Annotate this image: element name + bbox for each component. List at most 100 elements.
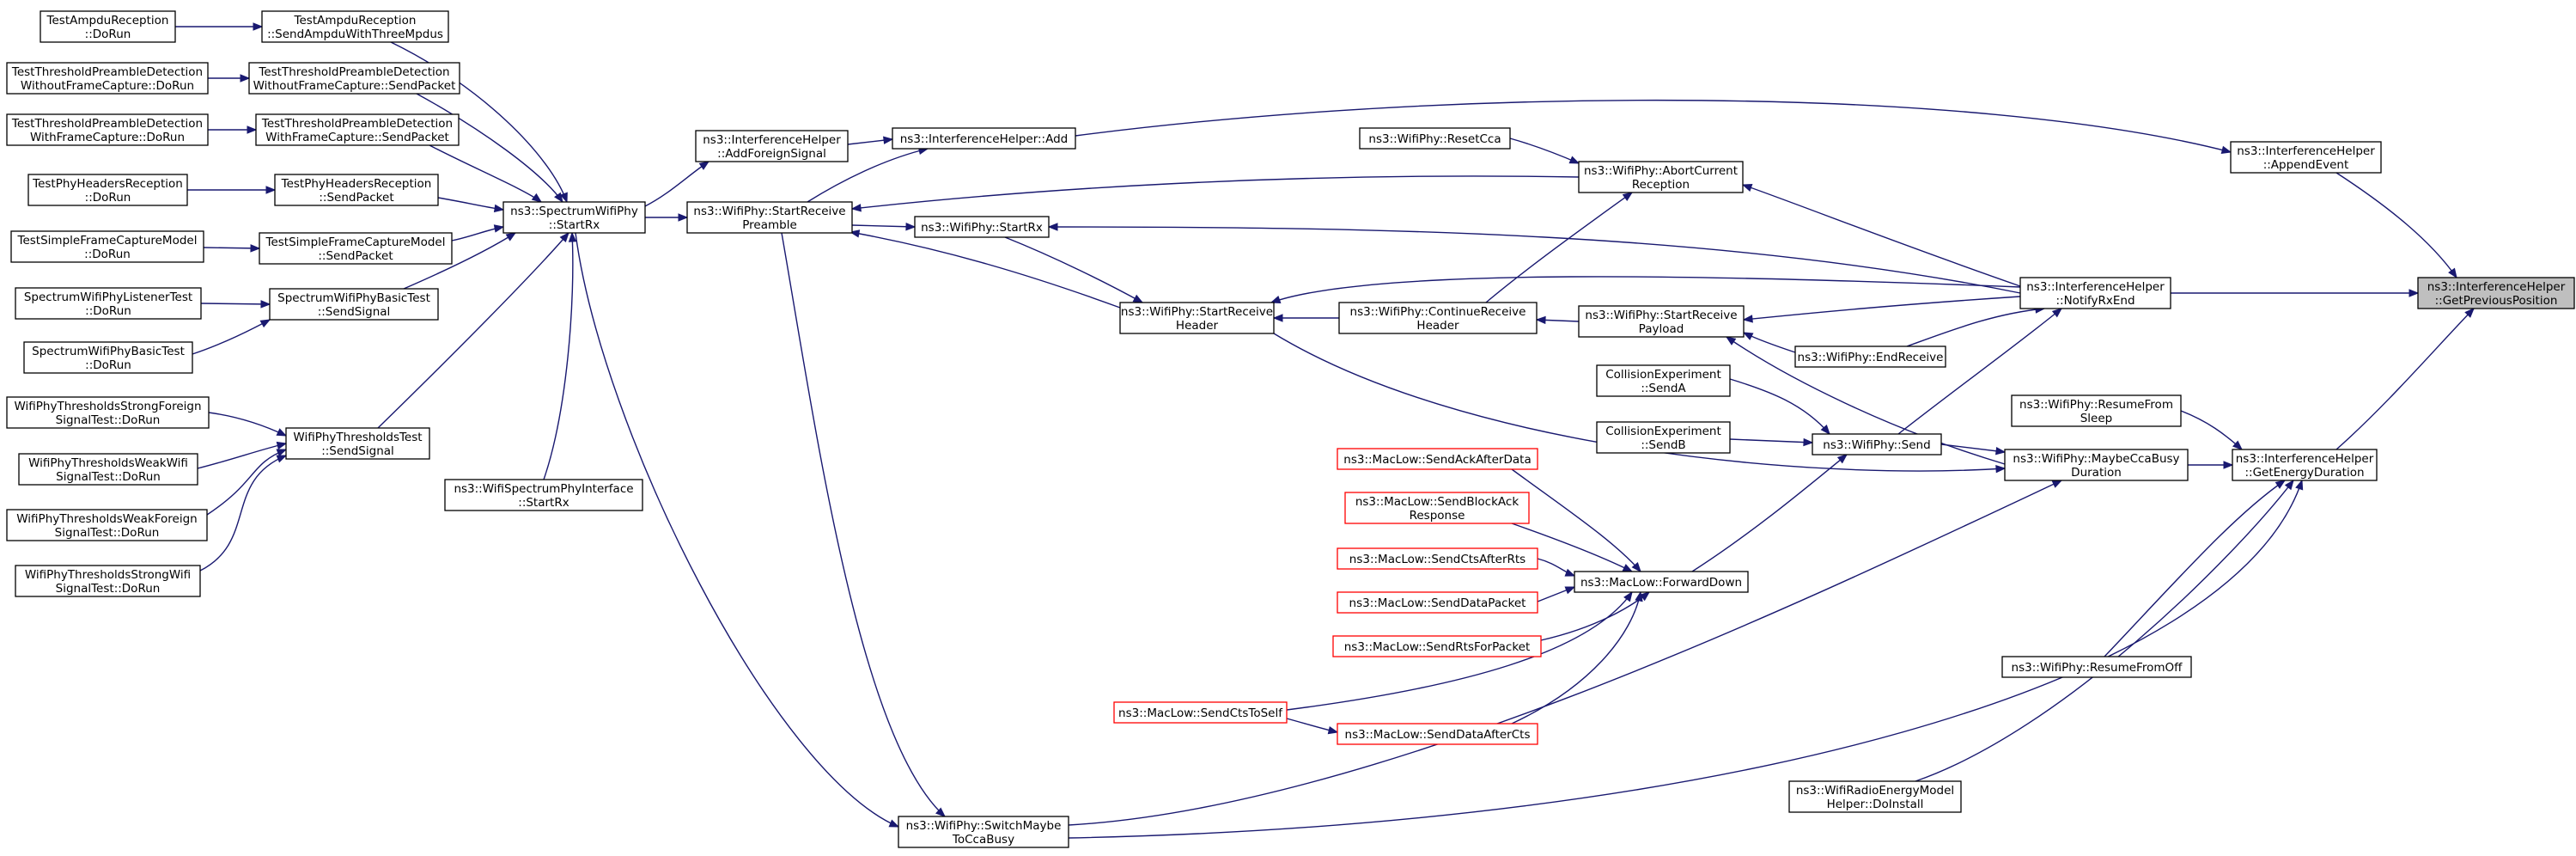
arrowhead bbox=[1272, 314, 1283, 322]
node-label-line: SignalTest::DoRun bbox=[56, 470, 161, 484]
graph-node-n4[interactable]: TestThresholdPreambleDetectionWithoutFra… bbox=[248, 62, 460, 95]
edge-n19-to-n21 bbox=[644, 161, 709, 207]
graph-node-n5[interactable]: TestThresholdPreambleDetectionWithFrameC… bbox=[6, 113, 209, 146]
node-box bbox=[1337, 448, 1538, 470]
graph-node-n41[interactable]: ns3::WifiPhy::EndReceive bbox=[1794, 345, 1946, 368]
graph-node-n26[interactable]: ns3::WifiPhy::ResetCca bbox=[1359, 127, 1511, 150]
graph-node-n48[interactable]: ns3::WifiRadioEnergyModelHelper::DoInsta… bbox=[1788, 780, 1962, 813]
graph-node-n15[interactable]: WifiPhyThresholdsTest::SendSignal bbox=[285, 427, 430, 460]
node-box bbox=[2004, 449, 2189, 481]
edge-n33-to-n40 bbox=[1511, 468, 1641, 572]
node-label-line: Payload bbox=[1639, 322, 1684, 336]
graph-node-n3[interactable]: TestThresholdPreambleDetectionWithoutFra… bbox=[6, 62, 209, 95]
graph-node-n8[interactable]: TestPhyHeadersReception::SendPacket bbox=[274, 174, 439, 206]
arrowhead bbox=[1631, 561, 1641, 573]
node-box bbox=[444, 479, 643, 511]
edge-n48-to-n49 bbox=[1915, 480, 2294, 782]
graph-node-n32[interactable]: CollisionExperiment::SendB bbox=[1596, 421, 1731, 454]
graph-node-n1[interactable]: TestAmpduReception::DoRun bbox=[40, 10, 176, 43]
edge-n23-to-n24 bbox=[851, 224, 916, 228]
graph-node-n12[interactable]: SpectrumWifiPhyBasicTest::SendSignal bbox=[269, 288, 439, 321]
graph-node-n17[interactable]: WifiPhyThresholdsWeakForeignSignalTest::… bbox=[6, 509, 208, 541]
node-box bbox=[892, 127, 1076, 150]
node-box bbox=[1788, 780, 1962, 813]
node-label-line: ns3::InterferenceHelper bbox=[2427, 280, 2566, 294]
graph-node-n18[interactable]: WifiPhyThresholdsStrongWifiSignalTest::D… bbox=[15, 565, 201, 597]
graph-node-n40[interactable]: ns3::MacLow::ForwardDown bbox=[1574, 571, 1749, 593]
edge-n24-to-n28 bbox=[1004, 236, 1143, 303]
node-label-line: TestAmpduReception bbox=[294, 14, 417, 28]
node-box bbox=[2232, 449, 2378, 481]
graph-node-n19[interactable]: ns3::SpectrumWifiPhy::StartRx bbox=[502, 201, 646, 234]
node-label-line: ns3::InterferenceHelper bbox=[2236, 452, 2374, 466]
graph-node-n42[interactable]: ns3::WifiPhy::Send bbox=[1812, 433, 1942, 456]
node-label-line: ns3::MacLow::ForwardDown bbox=[1580, 576, 1742, 590]
graph-node-n22[interactable]: ns3::InterferenceHelper::Add bbox=[892, 127, 1076, 150]
node-box bbox=[248, 62, 460, 95]
graph-node-n6[interactable]: TestThresholdPreambleDetectionWithFrameC… bbox=[255, 113, 460, 146]
graph-node-n43[interactable]: ns3::InterferenceHelper::AppendEvent bbox=[2230, 141, 2382, 174]
arrowhead bbox=[1564, 586, 1576, 595]
graph-node-n14[interactable]: WifiPhyThresholdsStrongForeignSignalTest… bbox=[6, 396, 210, 429]
edge-n11-to-n12 bbox=[200, 303, 271, 305]
edge-n44-to-n24 bbox=[1048, 226, 2021, 294]
arrowhead bbox=[2409, 289, 2420, 297]
arrowhead bbox=[2051, 480, 2063, 488]
graph-node-n31[interactable]: CollisionExperiment::SendA bbox=[1596, 364, 1731, 397]
edge-n31-to-n42 bbox=[1729, 378, 1830, 435]
arrowhead bbox=[247, 125, 258, 134]
edge-n42-to-n44 bbox=[1897, 308, 2062, 435]
node-label-line: ::SendB bbox=[1641, 438, 1685, 452]
node-label-line: Helper::DoInstall bbox=[1827, 798, 1924, 811]
node-box bbox=[15, 565, 201, 597]
graph-node-n20[interactable]: ns3::WifiSpectrumPhyInterface::StartRx bbox=[444, 479, 643, 511]
edge-n38-to-n40 bbox=[1286, 591, 1633, 711]
graph-node-n44[interactable]: ns3::InterferenceHelper::NotifyRxEnd bbox=[2019, 277, 2171, 309]
node-label-line: ns3::InterferenceHelper::Add bbox=[900, 132, 1069, 146]
node-box bbox=[18, 453, 198, 486]
edge-n43-to-n50 bbox=[2335, 172, 2457, 278]
node-box bbox=[1332, 635, 1542, 657]
node-box bbox=[686, 201, 853, 234]
arrowhead bbox=[1132, 294, 1144, 303]
edge-n42-to-n46 bbox=[1940, 443, 2006, 453]
node-label-line: TestThresholdPreambleDetection bbox=[258, 65, 449, 79]
graph-node-n47[interactable]: ns3::WifiPhy::ResumeFromOff bbox=[2001, 656, 2192, 678]
node-label-line: WithFrameCapture::SendPacket bbox=[265, 131, 449, 144]
graph-node-n16[interactable]: WifiPhyThresholdsWeakWifiSignalTest::DoR… bbox=[18, 453, 198, 486]
graph-node-n21[interactable]: ns3::InterferenceHelper::AddForeignSigna… bbox=[695, 130, 849, 162]
graph-node-n50[interactable]: ns3::InterferenceHelper::GetPreviousPosi… bbox=[2417, 277, 2575, 309]
graph-node-n11[interactable]: SpectrumWifiPhyListenerTest::DoRun bbox=[15, 287, 202, 320]
edge-n19-to-n25 bbox=[575, 232, 899, 828]
node-label-line: TestThresholdPreambleDetection bbox=[11, 65, 203, 79]
arrowhead bbox=[678, 213, 689, 222]
node-label-line: TestPhyHeadersReception bbox=[281, 177, 432, 191]
edge-n8-to-n19 bbox=[437, 197, 504, 211]
node-label-line: CollisionExperiment bbox=[1605, 425, 1721, 438]
edge-n41-to-n44 bbox=[1906, 308, 2045, 347]
edge-n34-to-n40 bbox=[1511, 523, 1633, 572]
graph-node-n49[interactable]: ns3::InterferenceHelper::GetEnergyDurati… bbox=[2232, 449, 2378, 481]
graph-node-n7[interactable]: TestPhyHeadersReception::DoRun bbox=[27, 174, 188, 206]
arrowhead bbox=[568, 231, 577, 242]
graph-node-n2[interactable]: TestAmpduReception::SendAmpduWithThreeMp… bbox=[261, 10, 449, 43]
graph-node-n13[interactable]: SpectrumWifiPhyBasicTest::DoRun bbox=[23, 341, 193, 374]
graph-node-n9[interactable]: TestSimpleFrameCaptureModel::DoRun bbox=[10, 230, 204, 263]
arrowhead bbox=[2284, 479, 2294, 491]
node-box bbox=[1578, 305, 1745, 338]
node-box bbox=[15, 287, 202, 320]
node-box bbox=[23, 341, 193, 374]
node-box bbox=[2001, 656, 2192, 678]
node-label-line: WifiPhyThresholdsStrongWifi bbox=[25, 568, 191, 582]
graph-node-n10[interactable]: TestSimpleFrameCaptureModel::SendPacket bbox=[259, 232, 453, 265]
edge-n32-to-n42 bbox=[1729, 438, 1813, 443]
graph-node-n24[interactable]: ns3::WifiPhy::StartRx bbox=[914, 216, 1050, 238]
